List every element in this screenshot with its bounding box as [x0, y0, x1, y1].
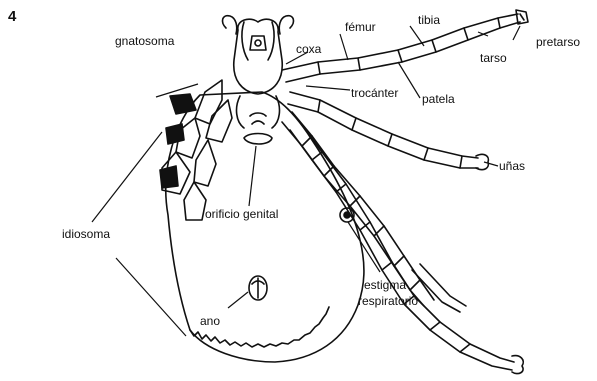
label-trocanter: trocánter [351, 87, 398, 99]
label-idiosoma: idiosoma [62, 228, 110, 240]
label-patela: patela [422, 93, 455, 105]
label-tibia: tibia [418, 14, 440, 26]
idiosoma-outline [166, 92, 364, 362]
right-leg-4 [300, 122, 514, 362]
label-unas: uñas [499, 160, 525, 172]
label-femur: fémur [345, 21, 376, 33]
label-orificio-genital: orificio genital [205, 208, 278, 220]
label-pretarso: pretarso [536, 36, 580, 48]
label-coxa: coxa [296, 43, 321, 55]
label-estigma-line2: respiratorio [358, 295, 418, 307]
label-tarso: tarso [480, 52, 507, 64]
label-estigma-line1: estigma [364, 279, 406, 291]
gnathosoma [234, 19, 283, 94]
label-gnatosoma: gnatosoma [115, 35, 174, 47]
left-leg-1 [195, 80, 222, 124]
genital-orifice [244, 134, 272, 145]
label-ano: ano [200, 315, 220, 327]
